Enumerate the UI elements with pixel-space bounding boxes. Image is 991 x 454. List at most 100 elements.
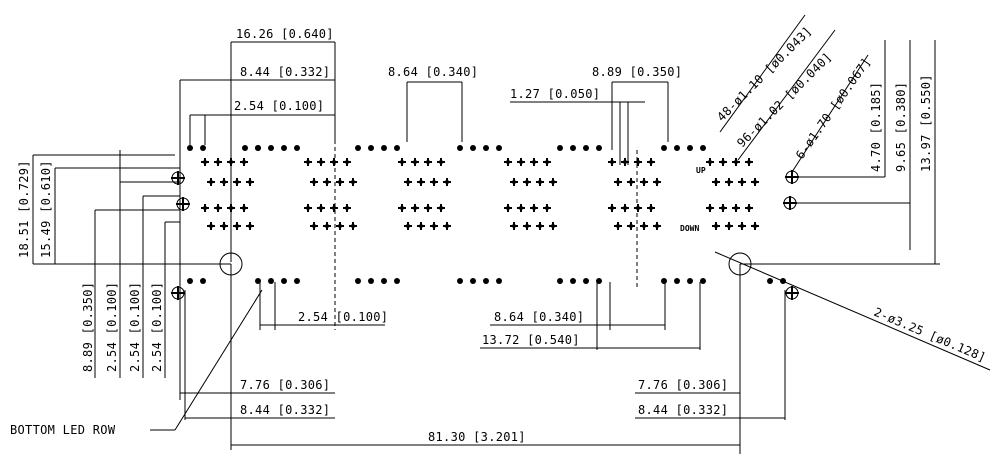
dim-13-72: 13.72 [0.540] bbox=[482, 333, 580, 347]
dim-81-30: 81.30 [3.201] bbox=[428, 430, 526, 444]
display-pad-center bbox=[235, 224, 239, 228]
display-pad-center bbox=[506, 206, 510, 210]
bottom-led-pad bbox=[368, 278, 374, 284]
top-pad bbox=[483, 145, 489, 151]
display-pad-center bbox=[439, 206, 443, 210]
display-pad-center bbox=[351, 224, 355, 228]
display-pad-center bbox=[642, 180, 646, 184]
display-pad-center bbox=[532, 206, 536, 210]
display-pad-center bbox=[432, 224, 436, 228]
bottom-led-pad bbox=[187, 278, 193, 284]
top-pad bbox=[583, 145, 589, 151]
display-pad-center bbox=[306, 206, 310, 210]
top-pad bbox=[661, 145, 667, 151]
bottom-led-pad bbox=[355, 278, 361, 284]
display-pad-center bbox=[721, 160, 725, 164]
display-pad-center bbox=[400, 160, 404, 164]
alignment-pin-cross bbox=[785, 286, 799, 300]
top-pad bbox=[355, 145, 361, 151]
dim-8-89-left: 8.89 [0.350] bbox=[81, 282, 95, 372]
display-pad-center bbox=[636, 206, 640, 210]
display-pad-center bbox=[306, 160, 310, 164]
display-pad-center bbox=[312, 224, 316, 228]
display-pad-center bbox=[432, 180, 436, 184]
dim-7-76-left: 7.76 [0.306] bbox=[240, 378, 330, 392]
bottom-led-pad bbox=[596, 278, 602, 284]
display-pad-center bbox=[413, 206, 417, 210]
display-pad-center bbox=[203, 160, 207, 164]
mounting-holes bbox=[219, 252, 752, 276]
display-pad-center bbox=[525, 224, 529, 228]
dim-16-26: 16.26 [0.640] bbox=[236, 27, 334, 41]
top-pad bbox=[457, 145, 463, 151]
dim-8-44-top: 8.44 [0.332] bbox=[240, 65, 330, 79]
display-pad-center bbox=[338, 224, 342, 228]
display-pad-center bbox=[248, 180, 252, 184]
dim-1-27: 1.27 [0.050] bbox=[510, 87, 600, 101]
bottom-led-pad bbox=[583, 278, 589, 284]
display-pad-center bbox=[551, 180, 555, 184]
dim-15-49: 15.49 [0.610] bbox=[39, 160, 53, 258]
down-label: DOWN bbox=[680, 224, 699, 233]
top-pad bbox=[557, 145, 563, 151]
dim-2-54-b: 2.54 [0.100] bbox=[128, 282, 142, 372]
dim-2-54-a: 2.54 [0.100] bbox=[105, 282, 119, 372]
display-pad-center bbox=[649, 206, 653, 210]
alignment-pin-cross bbox=[171, 286, 185, 300]
top-pad bbox=[368, 145, 374, 151]
alignment-pin-cross bbox=[783, 196, 797, 210]
display-pad-center bbox=[419, 180, 423, 184]
dim-8-64-bottom: 8.64 [0.340] bbox=[494, 310, 584, 324]
up-label: UP bbox=[696, 166, 706, 175]
display-pad-center bbox=[351, 180, 355, 184]
top-pad bbox=[187, 145, 193, 151]
bottom-led-pad bbox=[496, 278, 502, 284]
top-pad bbox=[570, 145, 576, 151]
display-pad-center bbox=[229, 160, 233, 164]
display-pad-center bbox=[519, 160, 523, 164]
display-pad-center bbox=[332, 160, 336, 164]
dimension-labels: 16.26 [0.640] 8.44 [0.332] 8.64 [0.340] … bbox=[10, 24, 988, 444]
top-pad bbox=[674, 145, 680, 151]
display-pad-center bbox=[727, 224, 731, 228]
display-pad-center bbox=[519, 206, 523, 210]
hole-callout-2: 2-ø3.25 [ø0.128] bbox=[872, 305, 988, 365]
display-pad-center bbox=[406, 224, 410, 228]
display-pad-center bbox=[740, 224, 744, 228]
dimension-lines bbox=[32, 14, 991, 454]
top-pad bbox=[200, 145, 206, 151]
top-pad bbox=[294, 145, 300, 151]
display-pad-center bbox=[708, 160, 712, 164]
bottom-led-pad bbox=[674, 278, 680, 284]
display-pad-center bbox=[610, 206, 614, 210]
display-pad-center bbox=[538, 180, 542, 184]
alignment-pin-cross bbox=[785, 170, 799, 184]
bottom-led-pad bbox=[381, 278, 387, 284]
display-pad-center bbox=[406, 180, 410, 184]
bottom-led-pad bbox=[700, 278, 706, 284]
dim-2-54-top: 2.54 [0.100] bbox=[234, 99, 324, 113]
display-pad-center bbox=[242, 206, 246, 210]
display-pad-center bbox=[203, 206, 207, 210]
display-pad-center bbox=[721, 206, 725, 210]
display-pad-center bbox=[512, 180, 516, 184]
dim-2-54-c: 2.54 [0.100] bbox=[150, 282, 164, 372]
dim-8-44-left: 8.44 [0.332] bbox=[240, 403, 330, 417]
bottom-led-pad bbox=[294, 278, 300, 284]
display-pad-center bbox=[740, 180, 744, 184]
display-pad-center bbox=[655, 224, 659, 228]
bottom-led-pad bbox=[483, 278, 489, 284]
display-pad-center bbox=[734, 160, 738, 164]
top-pad bbox=[700, 145, 706, 151]
display-pad-center bbox=[616, 224, 620, 228]
display-pad-center bbox=[445, 180, 449, 184]
bottom-led-pad bbox=[200, 278, 206, 284]
top-pad bbox=[268, 145, 274, 151]
display-pad-center bbox=[216, 206, 220, 210]
display-pad-center bbox=[400, 206, 404, 210]
display-pad-center bbox=[532, 160, 536, 164]
alignment-pins bbox=[171, 170, 799, 300]
top-pad bbox=[281, 145, 287, 151]
top-pad bbox=[687, 145, 693, 151]
top-pad bbox=[470, 145, 476, 151]
